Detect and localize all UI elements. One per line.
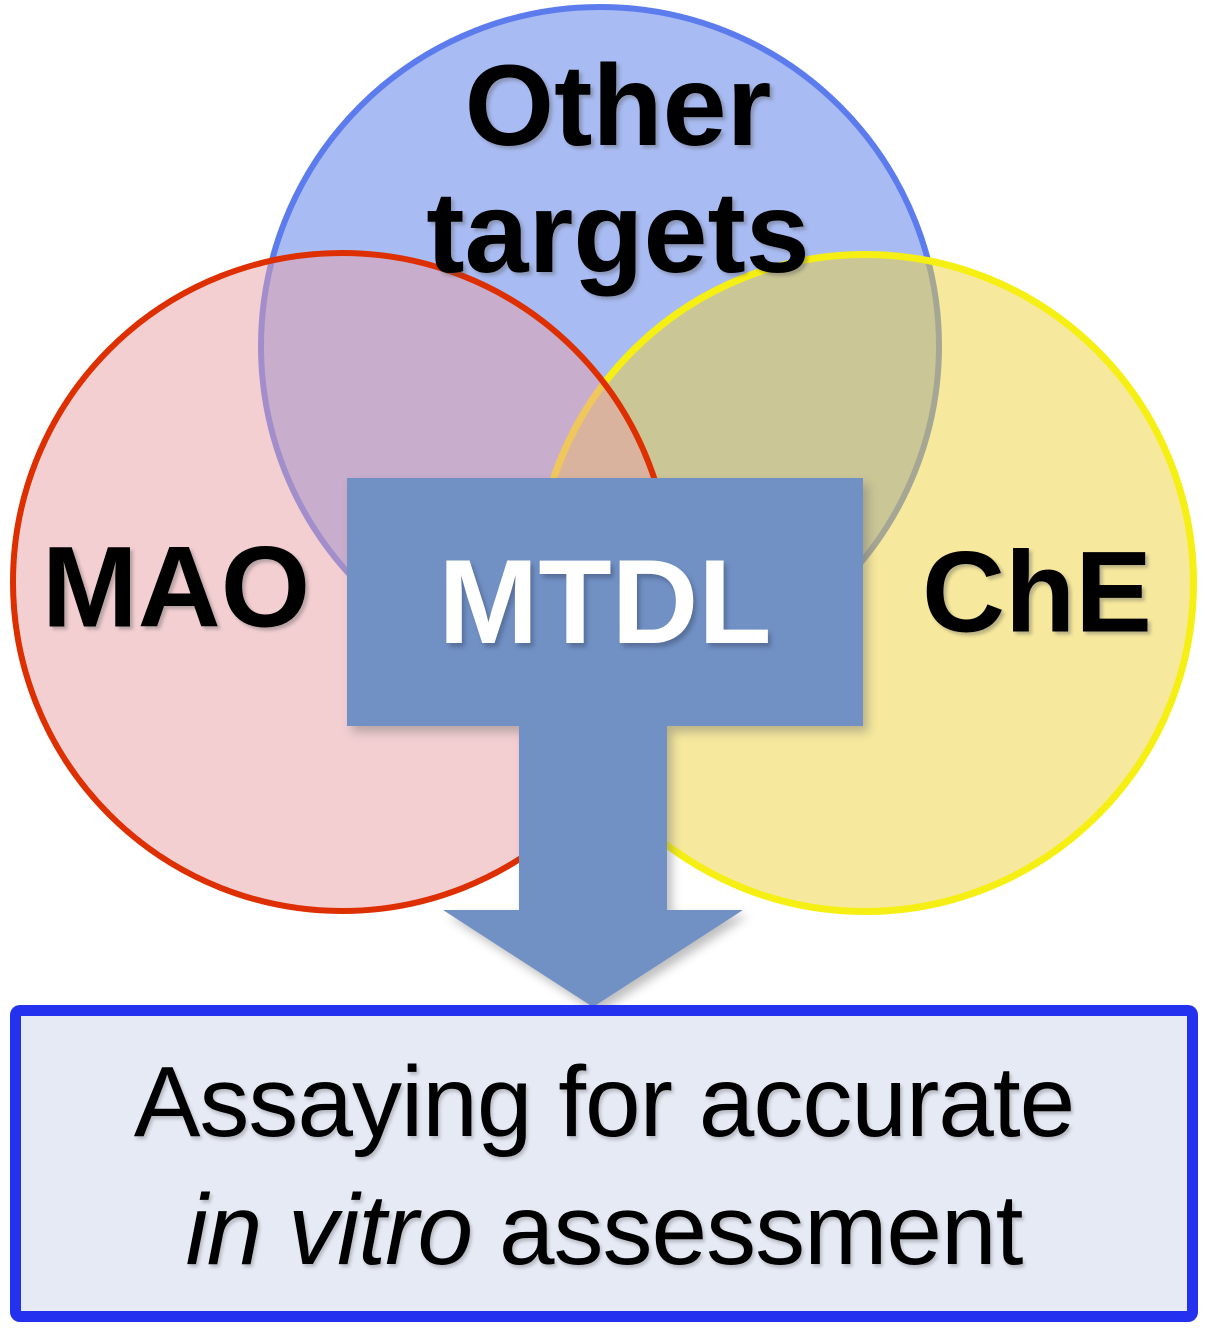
result-box: Assaying for accurate in vitro assessmen… (10, 1005, 1198, 1322)
label-other-targets-line2: targets (426, 169, 810, 297)
label-che: ChE (922, 528, 1152, 657)
result-text-assessment: assessment (472, 1173, 1024, 1286)
result-text-line2: in vitro assessment (186, 1178, 1024, 1282)
down-arrow-head-icon (443, 910, 743, 1007)
label-mao: MAO (41, 523, 311, 652)
result-text-line1: Assaying for accurate (133, 1045, 1076, 1158)
label-other-targets-line1: Other (464, 42, 772, 170)
result-text-in-vitro: in vitro (185, 1173, 474, 1286)
label-other-targets: Other targets (426, 43, 809, 297)
